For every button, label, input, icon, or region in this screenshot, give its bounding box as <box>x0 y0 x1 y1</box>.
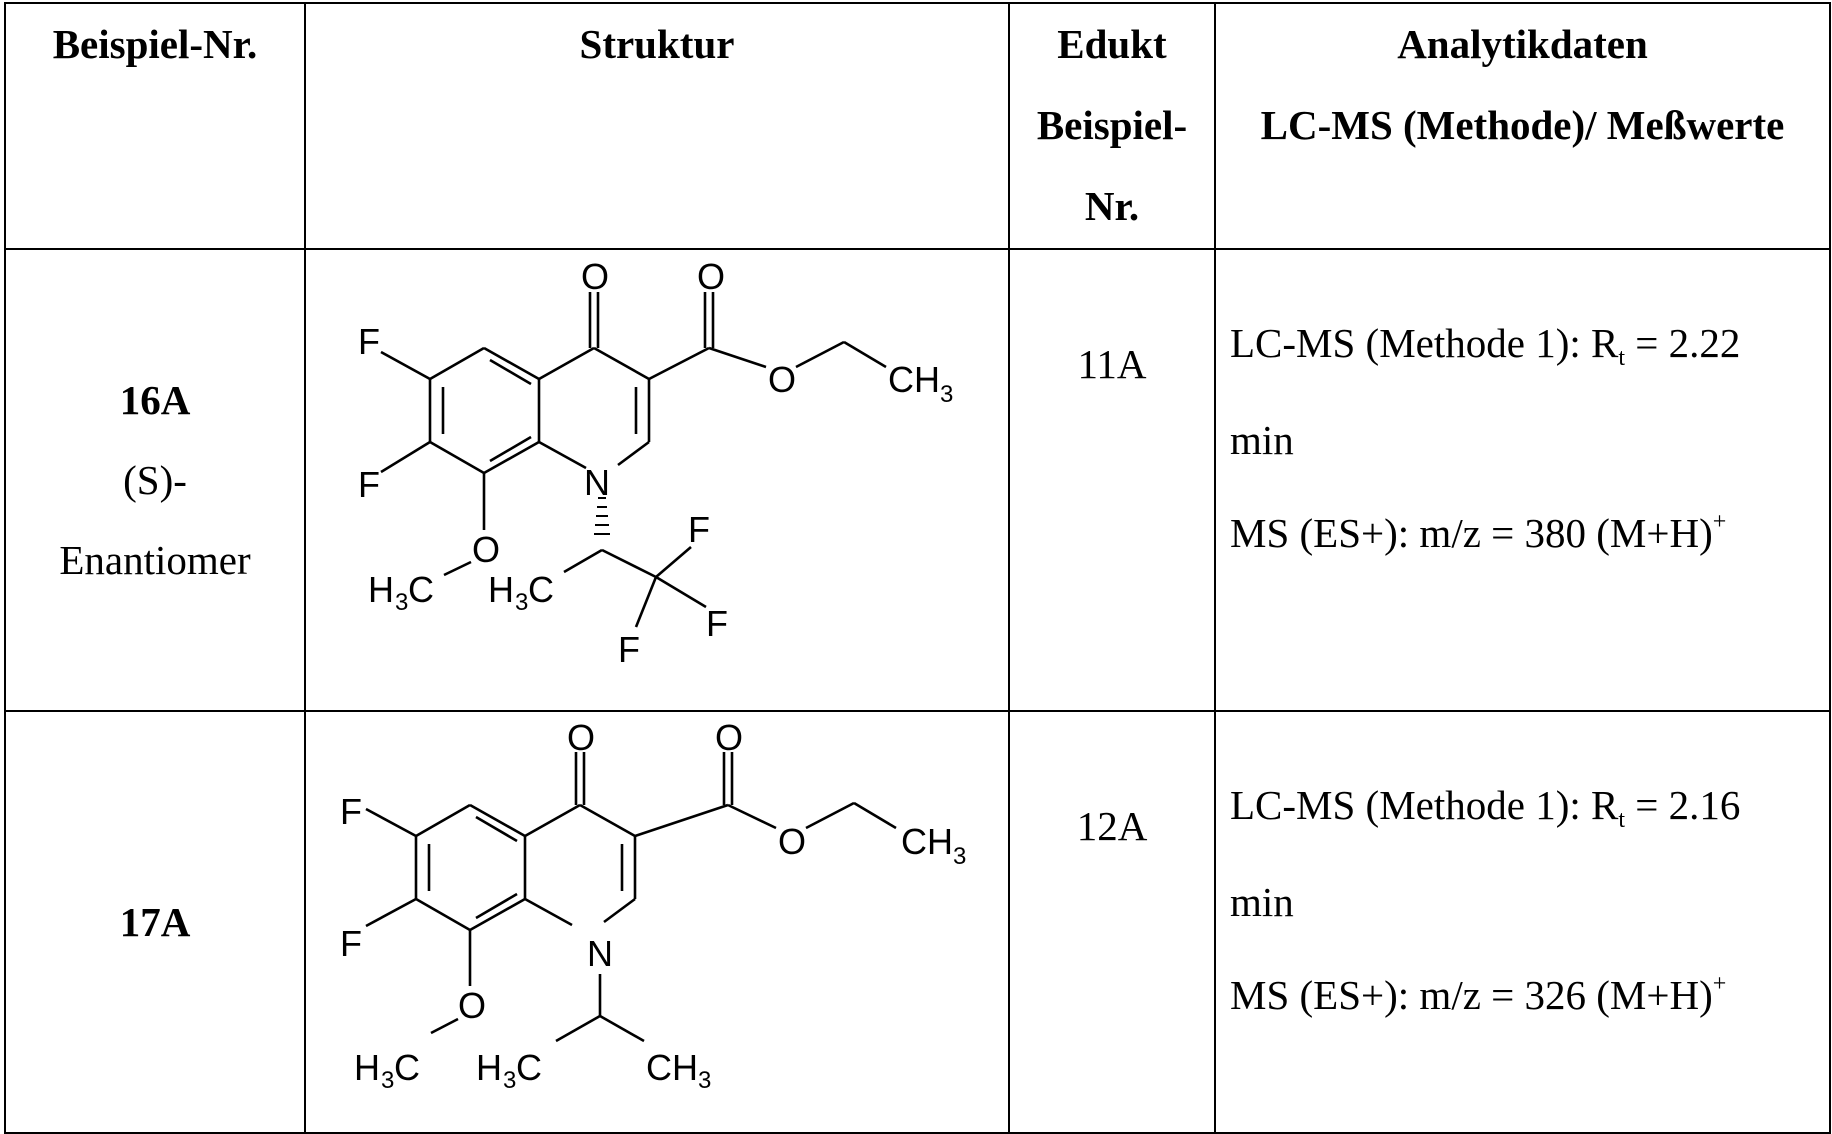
svg-text:3: 3 <box>940 381 953 408</box>
svg-text:O: O <box>472 529 500 570</box>
svg-text:C: C <box>394 1047 420 1088</box>
lcms-unit: min <box>1230 861 1829 943</box>
example-id-cell: 16A (S)- Enantiomer <box>5 249 305 711</box>
svg-text:C: C <box>528 569 554 610</box>
lcms-unit: min <box>1230 399 1829 481</box>
structure-cell: F F O O O CH 3 N O H 3 C H 3 C F F <box>305 249 1009 711</box>
svg-text:H: H <box>354 1047 380 1088</box>
svg-text:F: F <box>618 629 640 670</box>
example-id: 17A <box>6 882 304 962</box>
example-id: 16A <box>6 360 304 440</box>
svg-text:3: 3 <box>515 589 528 616</box>
example-id-cell: 17A <box>5 711 305 1133</box>
edukt-cell: 12A <box>1009 711 1215 1133</box>
header-row: Beispiel-Nr. Struktur Edukt Beispiel- Nr… <box>5 3 1830 249</box>
edukt-cell: 11A <box>1009 249 1215 711</box>
compound-table: Beispiel-Nr. Struktur Edukt Beispiel- Nr… <box>4 2 1831 1134</box>
analytik-cell: LC-MS (Methode 1): Rt = 2.22 min MS (ES+… <box>1215 249 1830 711</box>
ms-line: MS (ES+): m/z = 380 (M+H)+ <box>1230 481 1829 574</box>
header-analytik: Analytikdaten LC-MS (Methode)/ Meßwerte <box>1215 3 1830 249</box>
table-row: 17A <box>5 711 1830 1133</box>
header-struktur: Struktur <box>305 3 1009 249</box>
header-beispiel: Beispiel-Nr. <box>5 3 305 249</box>
svg-text:C: C <box>516 1047 542 1088</box>
svg-text:O: O <box>458 985 486 1026</box>
header-edukt: Edukt Beispiel- Nr. <box>1009 3 1215 249</box>
svg-text:H: H <box>368 569 394 610</box>
svg-text:F: F <box>706 603 728 644</box>
svg-text:3: 3 <box>698 1067 711 1094</box>
ms-line: MS (ES+): m/z = 326 (M+H)+ <box>1230 943 1829 1036</box>
svg-text:3: 3 <box>381 1067 394 1094</box>
svg-text:O: O <box>778 821 806 862</box>
lcms-line: LC-MS (Methode 1): Rt = 2.16 <box>1230 764 1829 861</box>
svg-text:CH: CH <box>901 821 953 862</box>
svg-text:N: N <box>587 933 613 974</box>
svg-text:F: F <box>340 791 362 832</box>
analytik-cell: LC-MS (Methode 1): Rt = 2.16 min MS (ES+… <box>1215 711 1830 1133</box>
svg-text:O: O <box>715 717 743 758</box>
svg-text:3: 3 <box>503 1067 516 1094</box>
svg-text:H: H <box>476 1047 502 1088</box>
table-row: 16A (S)- Enantiomer <box>5 249 1830 711</box>
structure-cell: F F O O O CH 3 N O H 3 C H 3 C CH 3 <box>305 711 1009 1133</box>
lcms-line: LC-MS (Methode 1): Rt = 2.22 <box>1230 302 1829 399</box>
svg-text:O: O <box>697 256 725 297</box>
svg-text:O: O <box>768 359 796 400</box>
edukt-ref: 11A <box>1010 340 1214 388</box>
svg-text:N: N <box>584 462 610 503</box>
svg-text:C: C <box>408 569 434 610</box>
structure-17a: F F O O O CH 3 N O H 3 C H 3 C CH 3 <box>306 712 1010 1127</box>
stereo-note: Enantiomer <box>6 520 304 600</box>
svg-text:CH: CH <box>888 359 940 400</box>
svg-text:3: 3 <box>395 589 408 616</box>
svg-text:F: F <box>358 321 380 362</box>
svg-text:O: O <box>581 256 609 297</box>
svg-text:3: 3 <box>953 843 966 870</box>
svg-text:F: F <box>358 464 380 505</box>
svg-text:F: F <box>340 923 362 964</box>
svg-text:F: F <box>688 509 710 550</box>
stereo-note: (S)- <box>6 440 304 520</box>
svg-text:H: H <box>488 569 514 610</box>
svg-text:CH: CH <box>646 1047 698 1088</box>
edukt-ref: 12A <box>1010 802 1214 850</box>
structure-16a: F F O O O CH 3 N O H 3 C H 3 C F F <box>306 250 1010 705</box>
svg-text:O: O <box>567 717 595 758</box>
